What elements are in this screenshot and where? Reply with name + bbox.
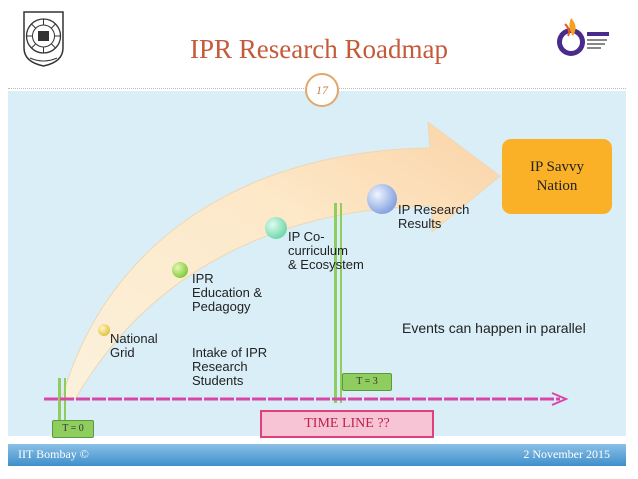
- stage-node-ipr-education: [172, 262, 188, 278]
- iit-bombay-logo: [23, 11, 64, 67]
- stage-node-national-grid: [98, 324, 110, 336]
- stage-label-ip-cocurriculum: IP Co- curriculum & Ecosystem: [288, 229, 364, 272]
- timeline-arrowhead: [551, 392, 569, 406]
- stage-node-ip-cocurriculum: [265, 217, 287, 239]
- stage-label-ipr-education: IPR Education & Pedagogy: [192, 271, 263, 314]
- footer-left-text: IIT Bombay ©: [18, 447, 89, 461]
- t0-label: T = 0: [52, 420, 94, 438]
- ipr-cell-logo: [557, 18, 609, 56]
- slide-title: IPR Research Roadmap: [190, 34, 448, 64]
- footer-date: 2 November 2015: [523, 447, 610, 461]
- stage-label-ip-research: IP Research Results: [398, 202, 470, 231]
- intake-label: Intake of IPR Research Students: [192, 345, 268, 388]
- footer-bar: [8, 444, 626, 466]
- page-number-badge: 17: [305, 73, 339, 107]
- t0-marker-line-2: [64, 378, 66, 428]
- parallel-events-note: Events can happen in parallel: [402, 320, 586, 336]
- goal-box-ip-savvy-nation: IP Savvy Nation: [502, 139, 612, 214]
- stage-node-ip-research: [367, 184, 397, 214]
- t3-marker-line: [334, 203, 337, 403]
- t3-label: T = 3: [342, 373, 392, 391]
- t0-marker-line: [58, 378, 61, 428]
- timeline-label-box: TIME LINE ??: [260, 410, 434, 438]
- stage-label-national-grid: National Grid: [110, 331, 158, 360]
- t3-marker-line-2: [340, 203, 342, 403]
